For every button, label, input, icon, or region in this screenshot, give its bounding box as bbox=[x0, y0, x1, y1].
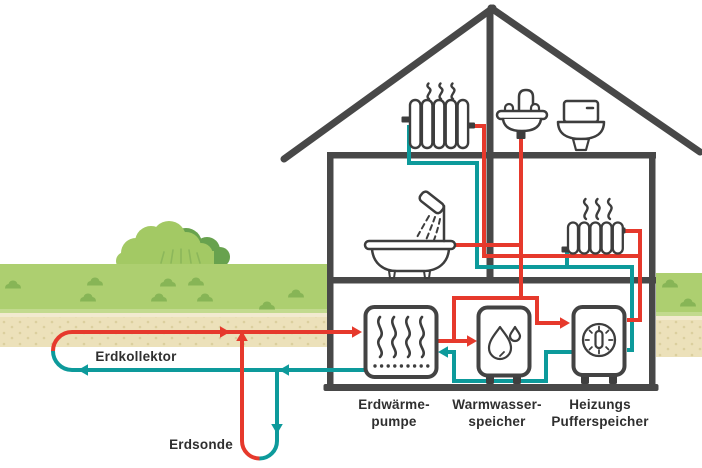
arrow-right-icon bbox=[352, 326, 362, 338]
heat-pump-dots bbox=[373, 364, 430, 368]
bathtub-icon bbox=[363, 239, 457, 279]
erdkollektor-uturn-hot bbox=[51, 330, 73, 352]
heat-waves-icon bbox=[426, 82, 456, 101]
pump-to-buffer-line bbox=[452, 296, 562, 341]
cold-pipes bbox=[51, 125, 634, 461]
arrow-left-icon bbox=[438, 346, 448, 358]
heat-waves-icon bbox=[582, 197, 613, 221]
right-wall bbox=[649, 155, 656, 391]
fixtures bbox=[363, 82, 626, 279]
shower-icon bbox=[415, 190, 446, 243]
erdsonde-uturn-hot bbox=[240, 440, 260, 461]
arrow-right-icon bbox=[467, 335, 477, 347]
appliances bbox=[363, 305, 627, 384]
erdkollektor-uturn-cold bbox=[51, 350, 73, 372]
arrow-right-icon bbox=[220, 326, 230, 338]
middle-floor bbox=[327, 277, 656, 284]
house-structure bbox=[280, 4, 702, 391]
mid-radiator-supply bbox=[621, 229, 642, 322]
attic-floor bbox=[327, 152, 656, 159]
roof-right bbox=[487, 4, 702, 156]
erdsonde-uturn-cold bbox=[259, 440, 279, 461]
radiator-middle-icon bbox=[561, 197, 626, 255]
bush-icon bbox=[116, 221, 230, 270]
arrow-up-icon bbox=[236, 331, 248, 341]
temperature-gauge-icon bbox=[581, 322, 617, 358]
shower-water-icon bbox=[415, 215, 441, 241]
attic-radiator-supply bbox=[470, 124, 640, 258]
arrow-left-icon bbox=[279, 364, 289, 376]
soil-right bbox=[656, 320, 702, 357]
house-base bbox=[323, 384, 659, 391]
hot-pipe-arrows bbox=[220, 317, 570, 347]
hot-water-tank-icon bbox=[476, 305, 532, 384]
hot-pipes bbox=[51, 124, 642, 461]
warmwasserspeicher-label: Warmwasser- speicher bbox=[452, 397, 542, 429]
heizungs-pufferspeicher-label: Heizungs Pufferspeicher bbox=[551, 397, 649, 429]
left-wall bbox=[327, 155, 334, 391]
center-wall bbox=[486, 9, 494, 281]
radiator-attic-icon bbox=[401, 82, 475, 150]
erdkollektor-label: Erdkollektor bbox=[95, 349, 177, 364]
water-drop-icon bbox=[487, 325, 522, 361]
cold-pipe-arrows bbox=[78, 346, 448, 434]
sink-icon bbox=[495, 88, 549, 139]
erdsonde-label: Erdsonde bbox=[169, 437, 233, 452]
bush-detail-lines bbox=[160, 248, 201, 264]
grass-right bbox=[656, 273, 702, 357]
radiator-return-line bbox=[407, 125, 634, 352]
buffer-tank-icon bbox=[571, 305, 627, 384]
toilet-icon bbox=[556, 99, 606, 152]
buffer-to-pump-return bbox=[446, 350, 574, 383]
roof-left bbox=[280, 4, 497, 163]
erdwaermepumpe-label: Erdwärme- pumpe bbox=[358, 397, 430, 429]
arrow-left-icon bbox=[78, 364, 88, 376]
arrow-down-icon bbox=[271, 424, 283, 434]
arrow-right-icon bbox=[560, 317, 570, 329]
heat-pump-icon bbox=[363, 305, 439, 379]
grass-left bbox=[0, 264, 330, 347]
